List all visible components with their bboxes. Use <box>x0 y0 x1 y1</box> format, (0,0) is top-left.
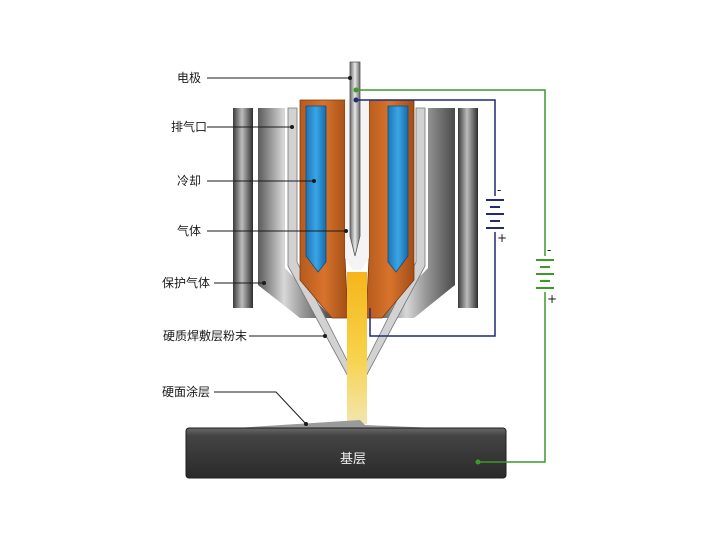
battery-small: - + <box>486 183 507 245</box>
leader-gas-dot <box>344 229 348 233</box>
circuit-wire-navy-return <box>369 232 496 337</box>
label-coating: 硬面涂层 <box>162 384 210 399</box>
outer-shield-left <box>233 108 253 308</box>
label-electrode: 电极 <box>177 71 201 85</box>
plasma-arc <box>347 272 367 424</box>
label-gas: 气体 <box>177 223 201 238</box>
leader-exhaust-dot <box>290 125 294 129</box>
circuit-wire-navy <box>356 99 496 196</box>
label-substrate: 基层 <box>340 452 366 467</box>
label-powder: 硬质焊敷层粉末 <box>163 328 247 343</box>
battery-large-plus: + <box>547 292 557 306</box>
substrate <box>185 427 507 479</box>
electrode <box>349 61 361 257</box>
leader-shield-gas-dot <box>262 281 266 285</box>
circuit-wire-green <box>356 89 546 256</box>
cooling-channel-right <box>387 105 409 273</box>
shield-gas-body-right <box>380 108 455 318</box>
wire-node-substrate <box>475 459 481 465</box>
cooling-channel-left <box>305 105 327 273</box>
leader-coating-dot <box>304 422 308 426</box>
wire-node-green <box>353 87 359 93</box>
outer-shield-right <box>458 108 478 308</box>
label-exhaust: 排气口 <box>171 119 207 134</box>
battery-large: - + <box>536 243 557 306</box>
shield-gas-body-left <box>258 108 332 318</box>
battery-small-plus: + <box>497 231 507 245</box>
leader-powder-dot <box>323 334 327 338</box>
wire-node-navy <box>353 97 359 103</box>
leader-electrode-dot <box>348 76 352 80</box>
leader-cooling-dot <box>312 179 316 183</box>
label-cooling: 冷却 <box>177 174 201 188</box>
battery-small-minus: - <box>497 183 501 197</box>
battery-large-minus: - <box>547 243 551 257</box>
circuit-wire-green-return <box>478 292 546 463</box>
leader-coating <box>214 391 307 425</box>
label-shield-gas: 保护气体 <box>162 275 210 290</box>
